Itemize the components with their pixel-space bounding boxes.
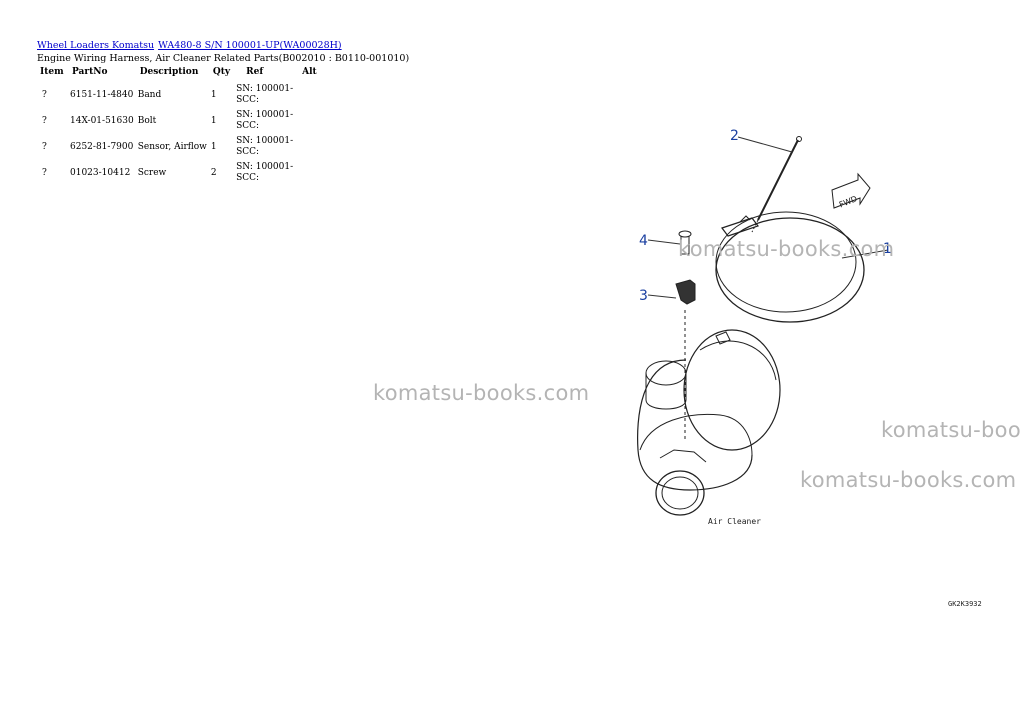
header-qty: Qty bbox=[212, 67, 231, 77]
fwd-arrow-icon bbox=[831, 172, 871, 209]
ref-line-1: SN: 100001- bbox=[236, 162, 294, 172]
cell-item: ? bbox=[42, 168, 47, 178]
ref-line-2: SCC: bbox=[236, 173, 260, 183]
cell-qty: 1 bbox=[210, 142, 217, 152]
bolt-part bbox=[751, 136, 802, 233]
ref-line-1: SN: 100001- bbox=[236, 136, 294, 146]
watermark: komatsu-books.com bbox=[800, 468, 1017, 492]
callout-2: 2 bbox=[730, 128, 739, 144]
band-part bbox=[715, 211, 865, 323]
table-row: ? 6151-11-4840 Band 1 SN: 100001-SCC: bbox=[36, 82, 321, 108]
leader-lines bbox=[647, 136, 889, 299]
callout-3: 3 bbox=[639, 288, 648, 304]
cell-ref: SN: 100001-SCC: bbox=[234, 160, 298, 186]
callout-4: 4 bbox=[639, 233, 648, 249]
header-item: Item bbox=[40, 67, 64, 77]
page-title: Engine Wiring Harness, Air Cleaner Relat… bbox=[37, 53, 410, 64]
fwd-label: FWD bbox=[838, 194, 859, 209]
cell-ref: SN: 100001-SCC: bbox=[234, 134, 298, 160]
header-ref: Ref bbox=[246, 67, 264, 77]
cell-ref: SN: 100001-SCC: bbox=[234, 82, 298, 108]
cell-qty: 1 bbox=[210, 116, 217, 126]
watermark: komatsu-books.com bbox=[373, 381, 590, 405]
table-header-row: Item PartNo Description Qty Ref Alt bbox=[36, 66, 321, 82]
breadcrumb-link-category[interactable]: Wheel Loaders Komatsu bbox=[37, 40, 155, 51]
cell-qty: 1 bbox=[210, 90, 217, 100]
table-row: ? 01023-10412 Screw 2 SN: 100001-SCC: bbox=[36, 160, 321, 186]
cell-partno: 6252-81-7900 bbox=[70, 142, 134, 152]
ref-line-1: SN: 100001- bbox=[236, 110, 294, 120]
table-row: ? 14X-01-51630 Bolt 1 SN: 100001-SCC: bbox=[36, 108, 321, 134]
cell-description: Bolt bbox=[137, 116, 157, 126]
parts-table: Item PartNo Description Qty Ref Alt ? 61… bbox=[36, 66, 321, 186]
ref-line-2: SCC: bbox=[236, 147, 260, 157]
breadcrumb-link-model[interactable]: WA480-8 S/N 100001-UP(WA00028H) bbox=[158, 40, 342, 51]
cell-description: Screw bbox=[137, 168, 167, 178]
watermark: komatsu-books.com bbox=[678, 237, 895, 261]
drawing-code: GK2K3932 bbox=[948, 600, 982, 608]
air-cleaner-body bbox=[637, 329, 781, 516]
header-description: Description bbox=[139, 67, 199, 77]
ref-line-2: SCC: bbox=[236, 95, 260, 105]
cell-item: ? bbox=[42, 90, 47, 100]
cell-item: ? bbox=[42, 116, 47, 126]
cell-partno: 14X-01-51630 bbox=[70, 116, 134, 126]
airflow-sensor-part bbox=[675, 279, 696, 440]
header-partno: PartNo bbox=[72, 67, 108, 77]
header-alt: Alt bbox=[302, 67, 317, 77]
table-row: ? 6252-81-7900 Sensor, Airflow 1 SN: 100… bbox=[36, 134, 321, 160]
diagram-caption: Air Cleaner bbox=[708, 517, 761, 526]
ref-line-1: SN: 100001- bbox=[236, 84, 294, 94]
cell-description: Band bbox=[137, 90, 162, 100]
cell-partno: 6151-11-4840 bbox=[70, 90, 134, 100]
callout-1: 1 bbox=[883, 241, 892, 257]
cell-item: ? bbox=[42, 142, 47, 152]
cell-partno: 01023-10412 bbox=[70, 168, 131, 178]
cell-description: Sensor, Airflow bbox=[137, 142, 207, 152]
cell-ref: SN: 100001-SCC: bbox=[234, 108, 298, 134]
ref-line-2: SCC: bbox=[236, 121, 260, 131]
screw-part bbox=[678, 230, 692, 255]
cell-qty: 2 bbox=[210, 168, 217, 178]
watermark: komatsu-boo bbox=[881, 418, 1021, 442]
